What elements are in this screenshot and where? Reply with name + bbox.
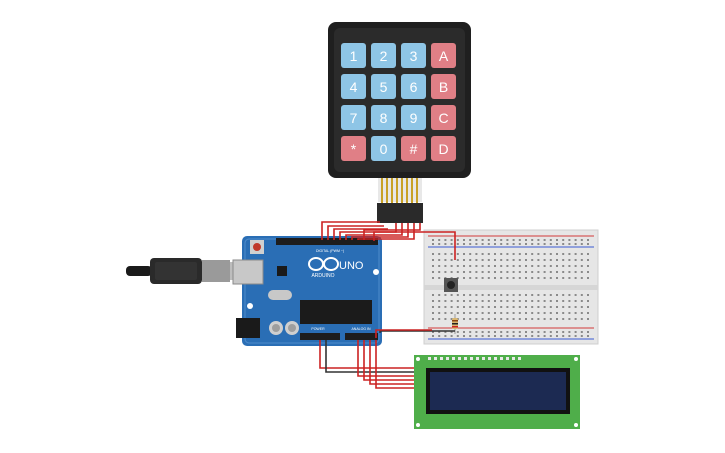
keypad-key[interactable]: 0 — [371, 136, 396, 161]
keypad-key-label: D — [438, 141, 448, 157]
keypad-key[interactable]: 6 — [401, 74, 426, 99]
keypad-key[interactable]: 2 — [371, 43, 396, 68]
arduino-brand: ARDUINO — [311, 273, 334, 279]
analog-label: ANALOG IN — [351, 327, 371, 331]
keypad-key-label: B — [439, 79, 448, 95]
keypad-key-label: 2 — [380, 48, 388, 64]
keypad-key-label: 8 — [380, 110, 388, 126]
keypad-key-label: 0 — [380, 141, 388, 157]
keypad-key-label: 7 — [350, 110, 358, 126]
lcd-16x2 — [414, 355, 580, 429]
keypad-key-label: 1 — [350, 48, 358, 64]
usb-cable — [126, 258, 240, 284]
keypad-key-label: A — [439, 48, 449, 64]
keypad-key[interactable]: C — [431, 105, 456, 130]
wires-keypad — [321, 221, 421, 240]
keypad-key-label: 6 — [410, 79, 418, 95]
breadboard[interactable] — [423, 229, 599, 345]
wires-lcd — [319, 340, 414, 389]
keypad-key[interactable]: 5 — [371, 74, 396, 99]
wires-breadboard — [373, 231, 456, 338]
keypad-key[interactable]: A — [431, 43, 456, 68]
keypad-key[interactable]: B — [431, 74, 456, 99]
keypad-key[interactable]: D — [431, 136, 456, 161]
keypad-key-label: # — [410, 141, 418, 157]
keypad-key[interactable]: # — [401, 136, 426, 161]
keypad[interactable]: 1 2 3 A 4 5 6 B 7 8 9 C * 0 # D — [328, 22, 471, 223]
push-button[interactable] — [444, 278, 458, 292]
power-label: POWER — [311, 327, 325, 331]
keypad-ribbon — [377, 178, 423, 223]
keypad-key-label: 4 — [350, 79, 358, 95]
keypad-key[interactable]: 3 — [401, 43, 426, 68]
arduino-logo — [308, 257, 339, 271]
keypad-key-label: 3 — [410, 48, 418, 64]
keypad-key-label: 5 — [380, 79, 388, 95]
keypad-key[interactable]: 4 — [341, 74, 366, 99]
keypad-key-label: 9 — [410, 110, 418, 126]
arduino-model: UNO — [339, 260, 364, 272]
keypad-key[interactable]: * — [341, 136, 366, 161]
keypad-key[interactable]: 1 — [341, 43, 366, 68]
resistor — [452, 314, 458, 334]
breadboard-holes — [432, 239, 589, 337]
keypad-keys: 1 2 3 A 4 5 6 B 7 8 9 C * 0 # D — [341, 43, 456, 161]
keypad-key[interactable]: 9 — [401, 105, 426, 130]
arduino-uno-board[interactable]: ARDUINO UNO DIGITAL (PWM ~) POWER ANALOG… — [232, 236, 382, 346]
digital-header-label: DIGITAL (PWM ~) — [316, 249, 344, 253]
keypad-key[interactable]: 8 — [371, 105, 396, 130]
keypad-key[interactable]: 7 — [341, 105, 366, 130]
keypad-key-label: * — [351, 141, 357, 157]
lcd-pins — [428, 357, 521, 360]
keypad-key-label: C — [438, 110, 448, 126]
